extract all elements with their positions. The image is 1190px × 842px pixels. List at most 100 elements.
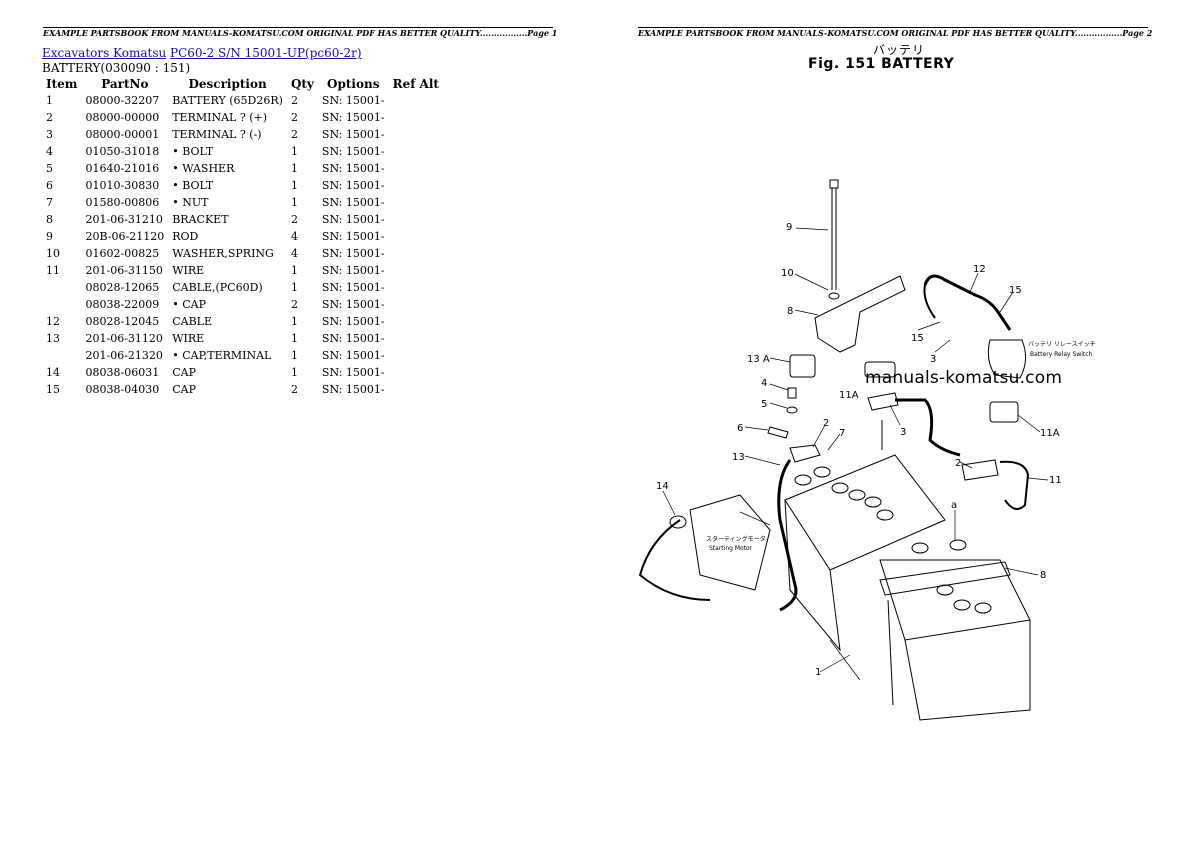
callout-label: 3: [900, 427, 906, 438]
cell-qty: 1: [290, 332, 298, 345]
motor-note-jp: スターティングモータ: [706, 535, 766, 543]
cell-description: BRACKET: [172, 213, 229, 226]
cell-description: • BOLT: [172, 145, 214, 158]
cell-options: SN: 15001-: [321, 366, 385, 379]
wire-11: [999, 460, 1030, 510]
cell-refalt: [389, 211, 443, 228]
cell-refalt: [389, 262, 443, 279]
callout-label: 10: [781, 268, 794, 279]
cell-options: SN: 15001-: [321, 349, 385, 362]
breadcrumb: Excavators Komatsu PC60-2 S/N 15001-UP(p…: [42, 46, 362, 60]
table-header-row: Item PartNo Description Qty Options Ref …: [42, 76, 443, 92]
cell-partno: 01050-31018: [85, 145, 160, 158]
battery-front: [879, 539, 1031, 721]
cell-partno: 01640-21016: [85, 162, 160, 175]
cell-refalt: [389, 194, 443, 211]
callout-label: 1: [815, 667, 821, 678]
callout-label: 11A: [839, 390, 859, 401]
figure-title: Fig. 151 BATTERY: [808, 56, 955, 72]
figure-caption-jp: バッテリ: [873, 43, 926, 57]
callout-label: 11: [1049, 475, 1062, 486]
cable-12: [923, 274, 1012, 331]
cell-options: SN: 15001-: [321, 179, 385, 192]
cell-qty: 2: [290, 213, 298, 226]
callout-label: 2: [823, 418, 829, 429]
cell-description: CAP: [172, 366, 196, 379]
cell-description: • WASHER: [172, 162, 235, 175]
cell-item: 3: [46, 128, 53, 141]
cell-item: 10: [46, 247, 60, 260]
battery-rear: [784, 454, 946, 652]
cell-qty: 1: [290, 264, 298, 277]
callout-label: 2: [955, 458, 961, 469]
motor-note-en: Starting Motor: [709, 545, 753, 552]
cell-description: TERMINAL ? (+): [172, 111, 268, 124]
callout-label: 5: [761, 399, 767, 410]
cell-qty: 4: [290, 230, 298, 243]
cell-refalt: [389, 313, 443, 330]
cell-options: SN: 15001-: [321, 213, 385, 226]
cell-refalt: [389, 143, 443, 160]
cell-description: WASHER,SPRING: [172, 247, 274, 260]
cell-refalt: [389, 364, 443, 381]
breadcrumb-link-category[interactable]: Excavators Komatsu: [42, 46, 167, 60]
column-header-qty: Qty: [290, 77, 314, 91]
breadcrumb-link-model[interactable]: PC60-2 S/N 15001-UP(pc60-2r): [170, 46, 362, 60]
cell-item: 4: [46, 145, 53, 158]
cell-partno: 08028-12045: [85, 315, 160, 328]
cell-qty: 2: [290, 298, 298, 311]
cell-qty: 1: [290, 196, 298, 209]
parts-table: Item PartNo Description Qty Options Ref …: [42, 76, 443, 398]
cell-refalt: [389, 245, 443, 262]
callout-label: 13 A: [747, 354, 770, 365]
cell-partno: 201-06-21320: [85, 349, 163, 362]
cell-qty: 2: [290, 111, 298, 124]
cell-description: • CAP: [172, 298, 206, 311]
cell-item: 14: [46, 366, 60, 379]
battery-diagram: 9 10 8 12 15 15 3 13 A 11A 4 5 6 2 7 3 1…: [638, 179, 1096, 721]
cell-refalt: [389, 126, 443, 143]
callout-label: 15: [911, 333, 924, 344]
column-header-partno: PartNo: [101, 77, 149, 91]
cell-partno: 08000-32207: [85, 94, 160, 107]
battery-relay-switch: [987, 339, 1026, 379]
cell-qty: 1: [290, 162, 298, 175]
cell-qty: 2: [290, 94, 298, 107]
cell-refalt: [389, 160, 443, 177]
cell-options: SN: 15001-: [321, 230, 385, 243]
callout-labels: 9 10 8 12 15 15 3 13 A 11A 4 5 6 2 7 3 1…: [656, 222, 1062, 678]
cell-qty: 1: [290, 145, 298, 158]
cell-partno: 01010-30830: [85, 179, 160, 192]
cell-item: 9: [46, 230, 53, 243]
callout-label: 7: [839, 428, 845, 439]
cell-qty: 4: [290, 247, 298, 260]
cell-partno: 201-06-31150: [85, 264, 163, 277]
cell-qty: 1: [290, 281, 298, 294]
cell-refalt: [389, 347, 443, 364]
cell-partno: 01602-00825: [85, 247, 160, 260]
cell-description: ROD: [172, 230, 199, 243]
cell-options: SN: 15001-: [321, 111, 385, 124]
cell-item: 7: [46, 196, 53, 209]
cell-options: SN: 15001-: [321, 128, 385, 141]
column-header-options: Options: [327, 77, 380, 91]
callout-label: 4: [761, 378, 767, 389]
cell-qty: 1: [290, 315, 298, 328]
cell-item: 15: [46, 383, 60, 396]
cell-item: 5: [46, 162, 53, 175]
cell-item: [42, 296, 82, 313]
cell-refalt: [389, 109, 443, 126]
cell-item: 8: [46, 213, 53, 226]
cell-options: SN: 15001-: [321, 383, 385, 396]
cell-options: SN: 15001-: [321, 264, 385, 277]
cell-options: SN: 15001-: [321, 196, 385, 209]
cell-description: • BOLT: [172, 179, 214, 192]
group-title: BATTERY(030090 : 151): [42, 61, 191, 75]
